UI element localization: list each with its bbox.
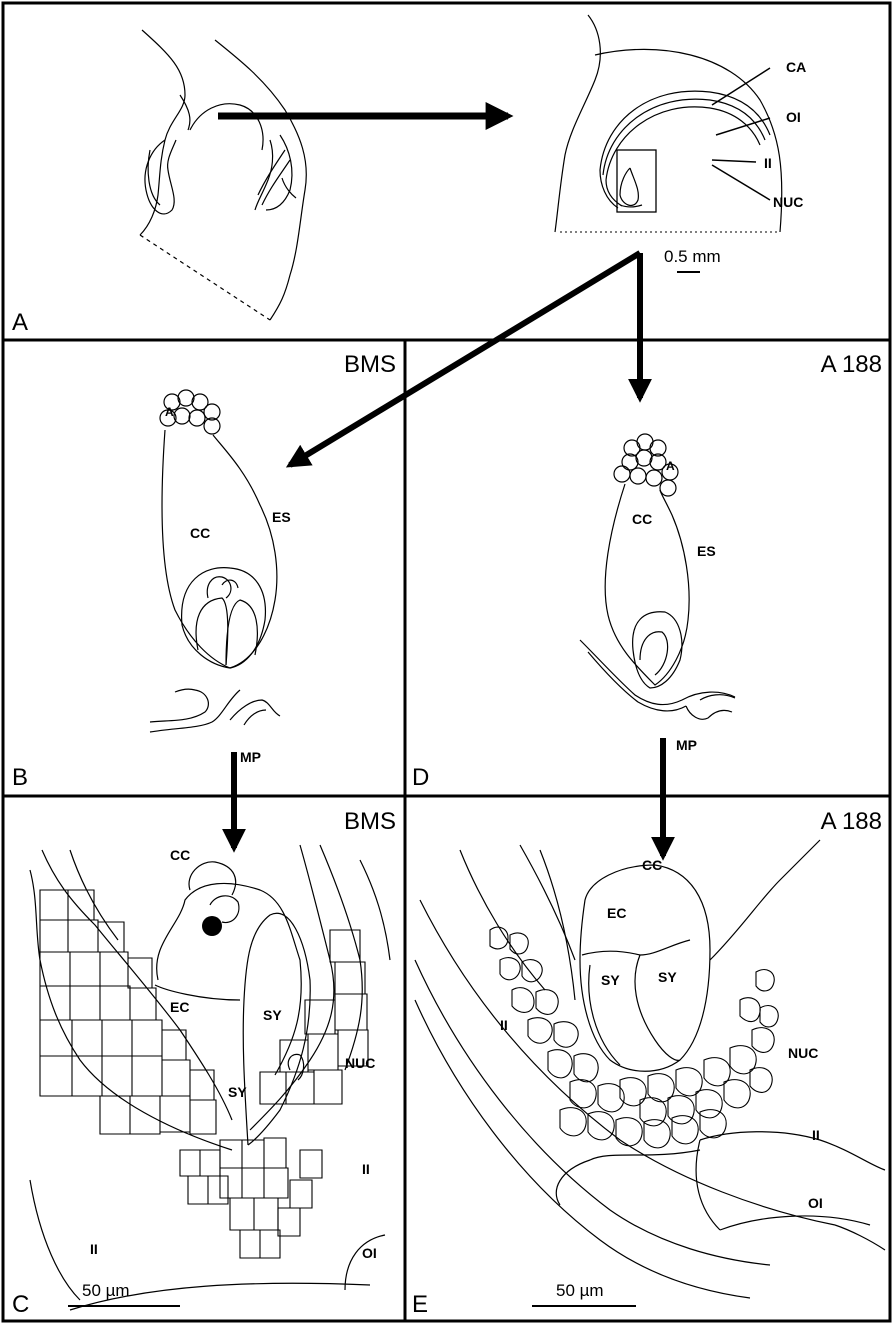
leader-lines-a (712, 68, 770, 200)
label-cc-d: CC (632, 511, 652, 527)
panel-letter-a: A (12, 309, 28, 336)
label-ii1-c: II (362, 1161, 370, 1177)
panel-grid (3, 3, 890, 1321)
label-es-d: ES (697, 543, 716, 559)
label-nuc: NUC (773, 194, 803, 210)
scale-label-c: 50 µm (82, 1281, 130, 1300)
label-sy2-c: SY (228, 1084, 247, 1100)
panel-letter-d: D (412, 764, 429, 791)
label-oi-c: OI (362, 1245, 377, 1261)
label-nuc-e: NUC (788, 1045, 818, 1061)
label-ec-e: EC (607, 905, 626, 921)
cell-network-e (490, 927, 778, 1148)
label-a-b: A (165, 405, 174, 419)
label-ii2-e: II (812, 1127, 820, 1143)
ovule-outline-right (555, 15, 782, 232)
label-nuc-c: NUC (345, 1055, 375, 1071)
arrow-to-b (290, 253, 640, 465)
nucleus-dot-c (202, 916, 222, 936)
panel-a: CA OI II NUC 0.5 mm A (12, 15, 806, 465)
panel-b: BMS A CC ES MP B (12, 351, 396, 848)
label-cc-e: CC (642, 857, 662, 873)
cell-grid-c (40, 890, 368, 1258)
label-cc-c: CC (170, 847, 190, 863)
panel-letter-c: C (12, 1291, 29, 1318)
panel-tag-b: BMS (344, 351, 396, 378)
label-es-b: ES (272, 509, 291, 525)
label-cc-b: CC (190, 525, 210, 541)
label-oi-e: OI (808, 1195, 823, 1211)
label-a-d: A (666, 459, 675, 473)
panel-tag-d: A 188 (821, 351, 882, 378)
nucellus-walls-c (30, 845, 390, 1310)
panel-tag-c: BMS (344, 808, 396, 835)
label-mp-b: MP (240, 749, 261, 765)
panel-letter-b: B (12, 764, 28, 791)
ovary-outline-left (140, 30, 306, 320)
scale-label-a: 0.5 mm (664, 247, 721, 266)
panel-d: A 188 A CC ES MP D (412, 351, 882, 856)
label-ii: II (764, 155, 772, 171)
label-ec-c: EC (170, 999, 189, 1015)
label-mp-d: MP (676, 737, 697, 753)
micropyle-d (580, 640, 735, 719)
label-sy1-e: SY (601, 972, 620, 988)
label-ii2-c: II (90, 1241, 98, 1257)
cells-inner-e (540, 840, 820, 1071)
micropyle-b (150, 689, 280, 732)
embryo-sac-b (160, 390, 277, 668)
panel-tag-e: A 188 (821, 808, 882, 835)
label-oi: OI (786, 109, 801, 125)
panel-letter-e: E (412, 1291, 428, 1318)
label-sy2-e: SY (658, 969, 677, 985)
label-ii1-e: II (500, 1017, 508, 1033)
panel-c: BMS CC EC S (12, 808, 396, 1318)
embryo-sac-d (605, 434, 689, 688)
scale-label-e: 50 µm (556, 1281, 604, 1300)
label-ca: CA (786, 59, 806, 75)
panel-e: A 188 CC EC SY SY (412, 808, 885, 1318)
label-sy1-c: SY (263, 1007, 282, 1023)
